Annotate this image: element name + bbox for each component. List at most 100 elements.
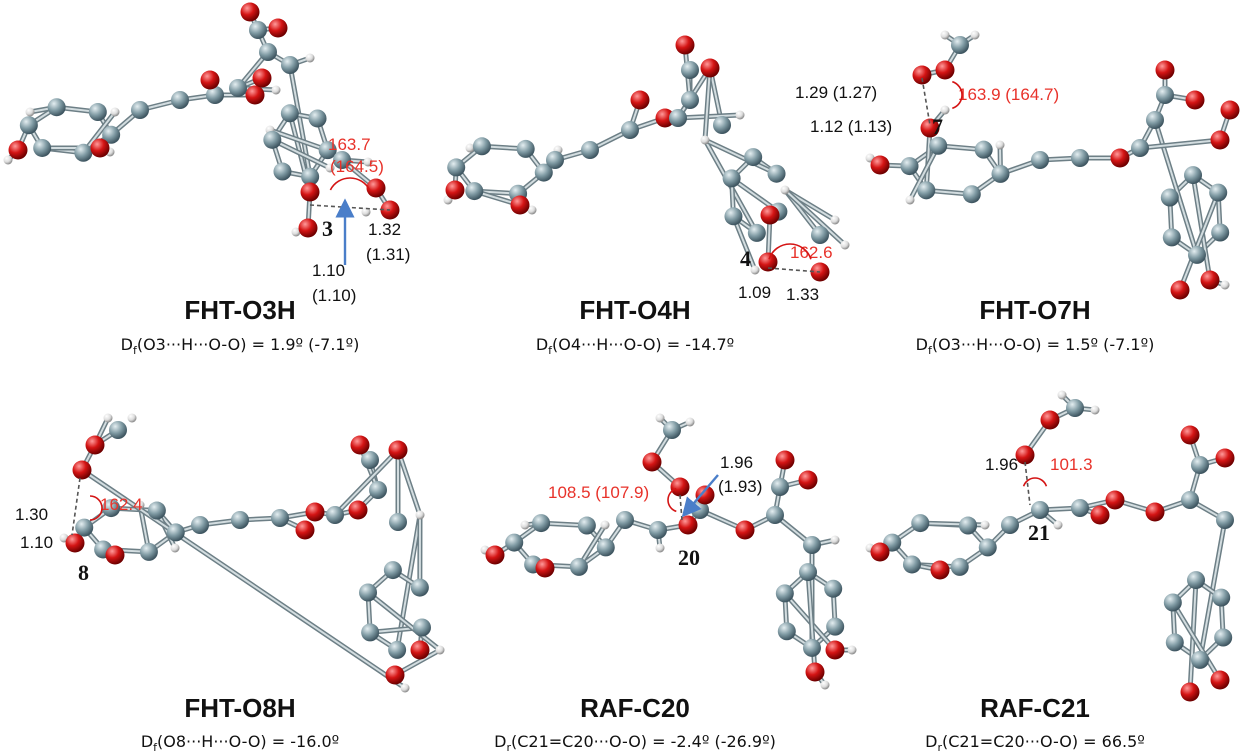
carbon-atom — [1001, 516, 1019, 534]
dihedral-caption-fht-o7h: Df(O3···H···O-O) = 1.5º (-7.1º) — [915, 335, 1155, 358]
carbon-atom — [1146, 111, 1164, 129]
angle-label: 162.6 — [790, 243, 833, 262]
distance-label: (1.93) — [718, 477, 762, 496]
panel-title-fht-o4h: FHT-O4H — [579, 295, 691, 325]
oxygen-atom — [1185, 90, 1205, 110]
carbon-atom — [1160, 188, 1179, 207]
carbon-atom — [447, 158, 466, 177]
oxygen-atom — [1110, 148, 1130, 168]
hydrogen-atom — [970, 30, 980, 40]
oxygen-atom — [1090, 505, 1110, 525]
oxygen-atom — [8, 140, 28, 160]
angle-arc — [329, 177, 371, 191]
hydrogen-atom — [1090, 405, 1100, 415]
oxygen-atom — [252, 68, 272, 88]
carbon-atom — [147, 501, 166, 520]
bond-highlight — [269, 129, 329, 152]
carbon-atom — [1156, 86, 1174, 104]
carbon-atom — [534, 163, 553, 182]
hydrogen-atom — [655, 543, 665, 553]
carbon-atom — [231, 511, 249, 529]
angle-label: 162.4 — [100, 495, 143, 514]
distance-label: 1.96 — [985, 455, 1018, 474]
hydrogen-atom — [940, 105, 950, 115]
carbon-atom — [75, 518, 94, 537]
distance-label: 1.12 (1.13) — [810, 117, 892, 136]
hydrogen-atom — [940, 30, 950, 40]
oxygen-atom — [775, 450, 795, 470]
hydrogen-atom — [415, 510, 425, 520]
hydrogen-atom — [271, 85, 281, 95]
carbon-atom — [991, 164, 1010, 183]
carbon-atom — [747, 223, 766, 242]
oxygen-atom — [366, 178, 386, 198]
oxygen-atom — [935, 60, 955, 80]
panel-title-fht-o7h: FHT-O7H — [979, 295, 1091, 325]
carbon-atom — [1190, 650, 1209, 669]
oxygen-atom — [72, 460, 92, 480]
carbon-atom — [596, 538, 615, 557]
hydrogen-atom — [1057, 390, 1067, 400]
carbon-atom — [978, 538, 997, 557]
carbon-atom — [505, 533, 524, 552]
oxygen-atom — [1155, 60, 1175, 80]
hydrogen-atom — [830, 215, 840, 225]
oxygen-atom — [510, 195, 530, 215]
oxygen-atom — [1170, 280, 1190, 300]
hydrogen-atom — [305, 53, 315, 63]
carbon-atom — [318, 141, 337, 160]
hydrogen-atom — [600, 520, 610, 530]
hbond-dashed — [71, 477, 81, 536]
distance-label: 1.33 — [786, 285, 819, 304]
hydrogen-atom — [3, 155, 13, 165]
oxygen-atom — [350, 435, 370, 455]
carbon-atom — [249, 21, 267, 39]
bond-highlight — [909, 144, 940, 201]
hydrogen-atom — [363, 157, 373, 167]
hbond-dashed — [309, 204, 391, 211]
oxygen-atom — [805, 662, 825, 682]
panel-title-raf-c20: RAF-C20 — [580, 693, 690, 723]
oxygen-atom — [410, 640, 430, 660]
oxygen-atom — [105, 545, 125, 565]
carbon-atom — [713, 116, 731, 134]
bond-highlight — [397, 449, 421, 516]
oxygen-atom — [630, 90, 650, 110]
distance-label: 1.30 — [15, 505, 48, 524]
carbon-atom — [771, 478, 789, 496]
hydrogen-atom — [25, 107, 35, 117]
oxygen-atom — [65, 533, 85, 553]
carbon-atom — [581, 141, 599, 159]
carbon-atom — [359, 583, 378, 602]
carbon-atom — [569, 557, 588, 576]
hydrogen-atom — [980, 520, 990, 530]
carbon-atom — [1031, 501, 1049, 519]
carbon-atom — [900, 157, 919, 176]
carbon-atom — [621, 121, 639, 139]
carbon-atom — [361, 451, 379, 469]
oxygen-atom — [85, 435, 105, 455]
molecule-fht-o4h — [443, 35, 850, 282]
oxygen-atom — [678, 515, 698, 535]
carbon-atom — [1163, 593, 1182, 612]
bond-highlight — [271, 138, 331, 169]
dihedral-caption-raf-c20: Dr(C21=C20···O-O) = -2.4º (-26.9º) — [494, 732, 776, 755]
oxygen-atom — [485, 545, 505, 565]
dihedral-caption-fht-o3h: Df(O3···H···O-O) = 1.9º (-7.1º) — [120, 335, 360, 358]
oxygen-atom — [1105, 490, 1125, 510]
oxygen-atom — [200, 70, 220, 90]
carbon-atom — [74, 143, 93, 162]
hbond-dashed — [767, 267, 821, 273]
dihedral-caption-fht-o8h: Df(O8···H···O-O) = -16.0º — [140, 732, 340, 755]
hydrogen-atom — [820, 680, 830, 690]
carbon-atom — [649, 521, 667, 539]
carbon-atom — [191, 516, 209, 534]
bond-highlight — [1139, 139, 1221, 149]
angle-label: (164.5) — [330, 157, 384, 176]
carbon-atom — [824, 579, 843, 598]
carbon-atom — [301, 167, 320, 186]
bond-highlight — [334, 449, 399, 516]
carbon-atom — [950, 557, 969, 576]
carbon-atom — [766, 506, 784, 524]
oxygen-atom — [1040, 410, 1060, 430]
